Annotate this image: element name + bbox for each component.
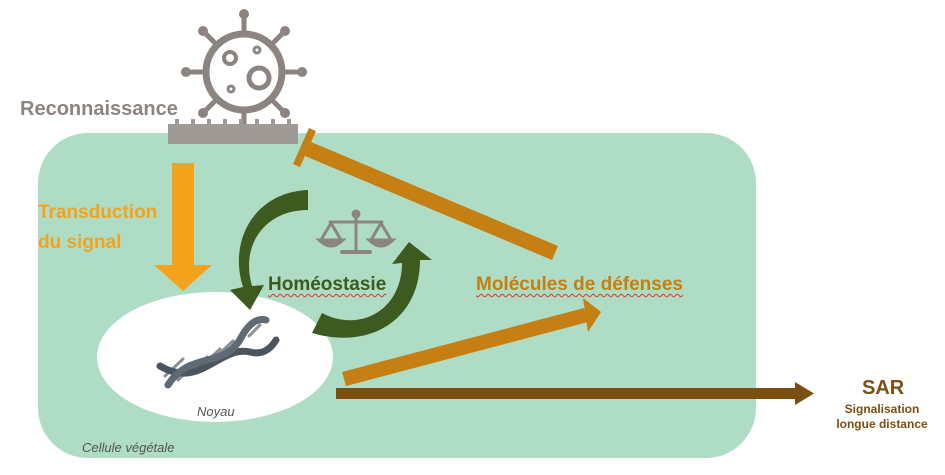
membrane-receptor-icon: [168, 119, 298, 144]
sar-description-line2: longue distance: [836, 417, 928, 431]
plant-cell-label: Cellule végétale: [82, 440, 175, 455]
sar-arrow: [336, 382, 814, 405]
transduction-arrow: [154, 163, 212, 291]
defense-molecules-label: Molécules de défenses: [476, 274, 683, 295]
sar-description-line1: Signalisation: [844, 402, 920, 416]
pathogen-virus-icon: [181, 9, 307, 135]
balance-scale-icon: [315, 209, 397, 254]
homeostasis-label: Homéostasie: [268, 274, 387, 295]
sar-label: SAR: [862, 377, 905, 399]
defense-arrow: [342, 298, 601, 386]
dna-helix-icon: [156, 316, 280, 389]
transduction-label-line2: du signal: [38, 232, 122, 253]
transduction-label-line1: Transduction: [38, 202, 158, 223]
recognition-label: Reconnaissance: [20, 98, 178, 120]
nucleus-label: Noyau: [197, 404, 235, 419]
transduction-label: Transduction du signal: [38, 198, 157, 258]
inhibition-line: [293, 128, 558, 260]
sar-description: Signalisation longue distance: [820, 402, 944, 432]
homeostasis-cycle-arrows: [230, 190, 432, 338]
